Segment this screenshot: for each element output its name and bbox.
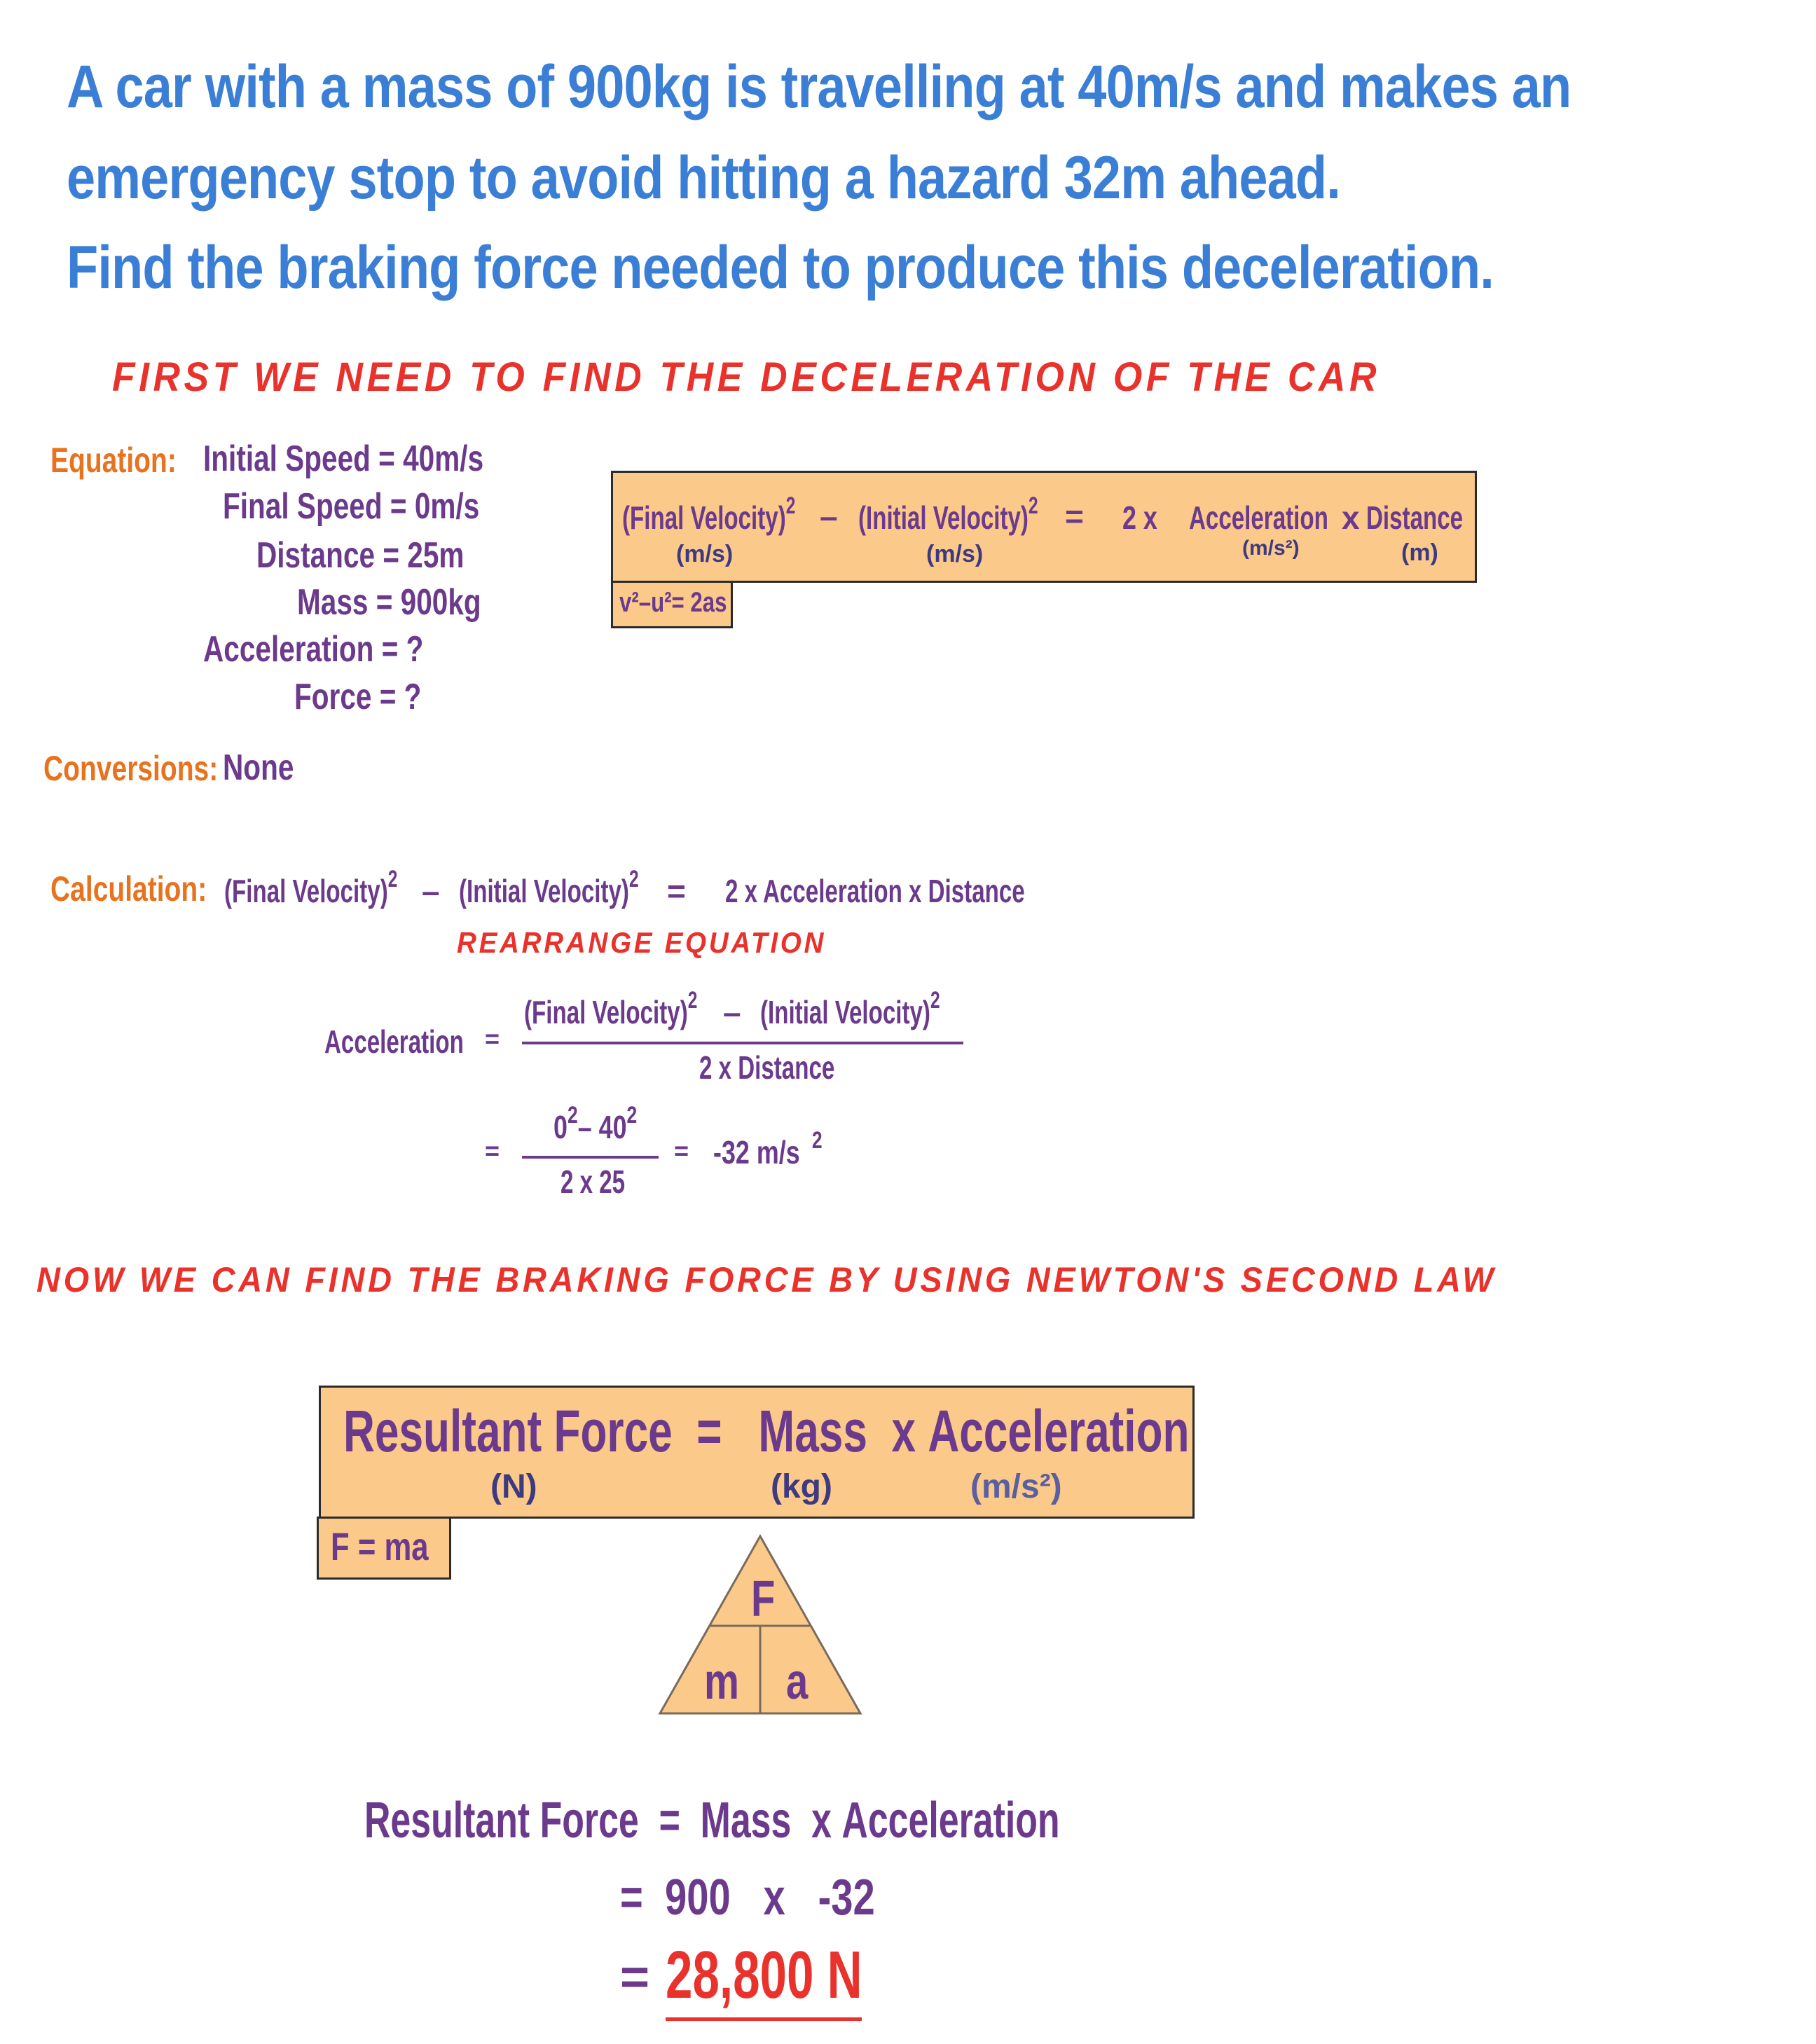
given-acceleration: Acceleration = ? <box>203 629 424 670</box>
suvat-equals: = <box>1065 498 1084 534</box>
newton-unit-kg: (kg) <box>771 1468 832 1505</box>
calc-rhs: 2 x Acceleration x Distance <box>725 873 1025 909</box>
given-distance: Distance = 25m <box>256 535 465 576</box>
calc-num2: 02– 402 <box>553 1102 638 1145</box>
newton-equation-box <box>319 1386 1195 1519</box>
final-answer: 28,800 N <box>666 1938 862 2012</box>
suvat-unit-fv: (m/s) <box>676 541 734 567</box>
suvat-acceleration: Acceleration <box>1189 499 1328 536</box>
suvat-tag-box <box>611 581 733 628</box>
question-line-1: A car with a mass of 900kg is travelling… <box>67 53 1571 120</box>
fraction-line-1 <box>522 1042 963 1044</box>
calc-initial-velocity: (Initial Velocity)2 <box>459 866 639 909</box>
suvat-unit-iv: (m/s) <box>926 541 984 567</box>
conversions-label: Conversions: <box>43 749 219 788</box>
triangle-a: a <box>786 1654 809 1710</box>
given-initial-speed: Initial Speed = 40m/s <box>203 439 484 479</box>
triangle-f: F <box>751 1571 776 1627</box>
question-line-3: Find the braking force needed to produce… <box>67 234 1494 301</box>
formula-triangle <box>658 1533 862 1715</box>
suvat-times: x <box>1342 499 1360 536</box>
calc-num-fv: (Final Velocity)2 <box>524 987 698 1030</box>
newton-unit-n: (N) <box>490 1468 537 1505</box>
equation-label: Equation: <box>50 441 177 480</box>
rearrange-label: REARRANGE EQUATION <box>457 926 827 959</box>
given-mass: Mass = 900kg <box>297 582 481 623</box>
final-eq3: = <box>620 1949 650 2005</box>
heading-find-deceleration: FIRST WE NEED TO FIND THE DECELERATION O… <box>112 354 1381 400</box>
suvat-initial-velocity: (Initial Velocity)2 <box>858 492 1038 536</box>
given-force: Force = ? <box>294 677 422 717</box>
suvat-two-times: 2 x <box>1122 499 1157 536</box>
calc-final-velocity: (Final Velocity)2 <box>224 866 398 909</box>
calc-num-iv: (Initial Velocity)2 <box>760 987 940 1030</box>
calc-minus: – <box>422 873 440 909</box>
newton-tag: F = ma <box>331 1524 429 1568</box>
final-answer-underline <box>666 2017 862 2021</box>
calc-den: 2 x Distance <box>699 1049 835 1086</box>
calc-eq3: = <box>674 1136 689 1165</box>
suvat-final-velocity: (Final Velocity)2 <box>622 492 796 536</box>
suvat-tag: v²–u²= 2as <box>619 587 727 618</box>
calc-equals: = <box>667 873 686 909</box>
suvat-unit-dist: (m) <box>1401 539 1438 566</box>
conversions-value: None <box>223 747 294 788</box>
question-line-2: emergency stop to avoid hitting a hazard… <box>67 144 1341 212</box>
suvat-unit-acc: (m/s²) <box>1242 537 1300 560</box>
calc-acc-label: Acceleration <box>324 1023 464 1060</box>
heading-newtons-second-law: NOW WE CAN FIND THE BRAKING FORCE BY USI… <box>36 1260 1497 1299</box>
given-final-speed: Final Speed = 0m/s <box>223 486 480 527</box>
final-line-2: = 900 x -32 <box>620 1870 875 1926</box>
newton-unit-acc: (m/s²) <box>970 1468 1062 1505</box>
calc-eq2: = <box>485 1136 500 1165</box>
newton-equation: Resultant Force = Mass x Acceleration <box>343 1398 1190 1464</box>
suvat-equation-box <box>611 471 1477 583</box>
suvat-distance: Distance <box>1366 499 1464 536</box>
triangle-m: m <box>704 1654 739 1710</box>
calc-num-minus: – <box>723 994 741 1030</box>
fraction-line-2 <box>522 1156 659 1159</box>
calc-eq1: = <box>485 1024 500 1053</box>
calculation-label: Calculation: <box>50 869 207 909</box>
final-line-1: Resultant Force = Mass x Acceleration <box>364 1793 1060 1849</box>
suvat-minus: – <box>820 498 838 534</box>
calc-den2: 2 x 25 <box>560 1163 626 1200</box>
newton-tag-box <box>317 1517 451 1580</box>
